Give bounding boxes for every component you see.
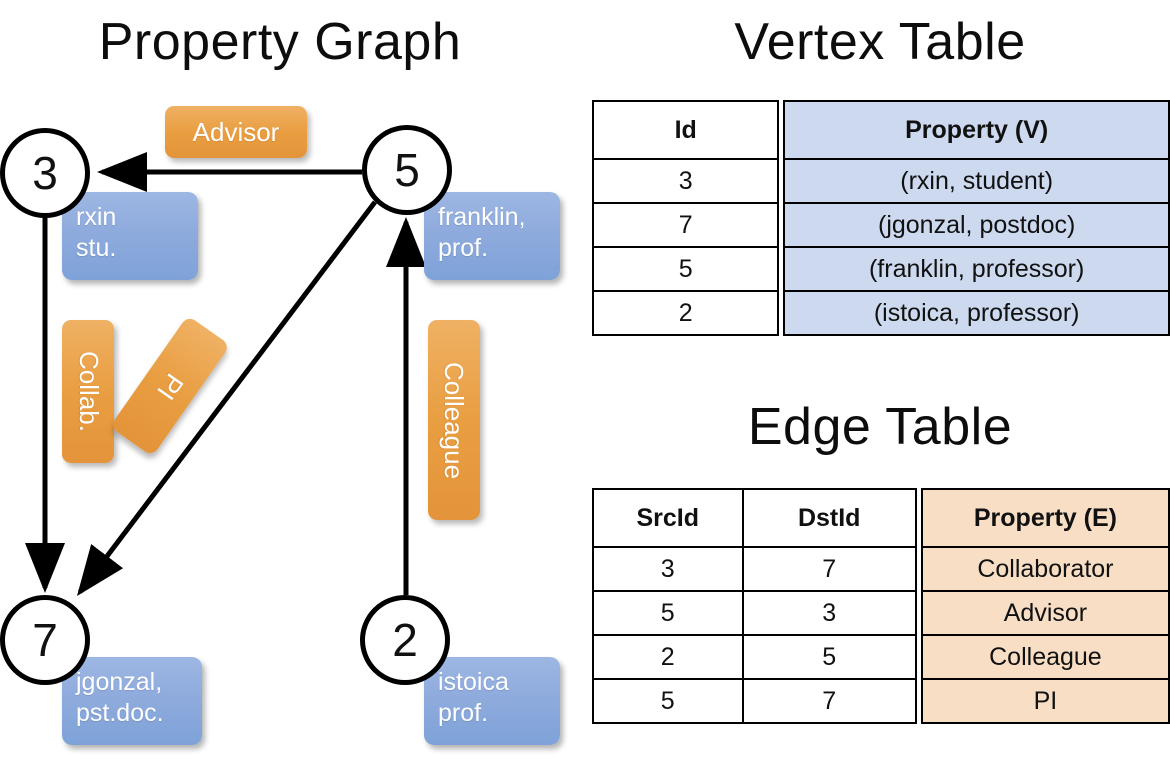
edge-property-cell: Advisor [920,590,1170,636]
table-row[interactable]: 3 7 [592,546,917,592]
vertex-property-box-3-line2: stu. [76,234,117,262]
vertex-property-cell: (jgonzal, postdoc) [783,202,1170,248]
vertex-table-header-property: Property (V) [783,100,1170,160]
vertex-table-id-column: Id 3 7 5 2 [591,100,780,336]
edge-table: SrcId DstId 3 7 5 3 2 5 5 7 [592,488,1170,724]
edge-dst-cell: 7 [741,678,917,724]
table-row[interactable]: Colleague [920,634,1170,680]
page-title-property-graph: Property Graph [98,13,462,71]
property-graph-diagram: Advisor Collab. PI Colleague rxin stu. f… [0,80,585,760]
edge-property-cell: Collaborator [920,546,1170,592]
edge-property-cell: PI [920,678,1170,724]
graph-node-2[interactable]: 2 [360,595,450,685]
edge-label-advisor: Advisor [165,106,307,158]
edge-label-colleague: Colleague [428,320,480,520]
table-row[interactable]: Collaborator [920,546,1170,592]
graph-node-7[interactable]: 7 [0,595,90,685]
table-row[interactable]: 2 5 [592,634,917,680]
vertex-property-box-5-line2: prof. [438,234,489,262]
edge-dst-cell: 3 [741,590,917,636]
edge-property-cell: Colleague [920,634,1170,680]
vertex-id-cell: 5 [591,246,780,292]
table-row[interactable]: PI [920,678,1170,724]
table-row[interactable]: (istoica, professor) [783,290,1170,336]
vertex-property-box-3: rxin stu. [62,192,198,280]
edge-src-cell: 3 [592,546,744,592]
graph-node-5[interactable]: 5 [362,125,452,215]
vertex-property-box-7-line2: pst.doc. [76,699,164,727]
graph-node-3[interactable]: 3 [0,128,90,218]
table-row[interactable]: 5 3 [592,590,917,636]
table-row[interactable]: 5 [591,246,780,292]
vertex-property-box-3-line1: rxin [76,203,117,231]
table-row[interactable]: (rxin, student) [783,158,1170,204]
edge-table-id-columns: SrcId DstId 3 7 5 3 2 5 5 7 [592,488,917,724]
edge-dst-cell: 5 [741,634,917,680]
vertex-property-box-5: franklin, prof. [424,192,560,280]
table-header-row: SrcId DstId [592,488,917,548]
edge-label-colleague-text: Colleague [439,361,470,479]
edge-label-pi-text: PI [151,367,190,405]
edge-label-advisor-text: Advisor [192,116,280,147]
vertex-id-cell: 2 [591,290,780,336]
vertex-property-cell: (franklin, professor) [783,246,1170,292]
edge-dst-cell: 7 [741,546,917,592]
table-row[interactable]: (franklin, professor) [783,246,1170,292]
table-row[interactable]: 3 [591,158,780,204]
table-header-row: Property (E) [920,488,1170,548]
edge-table-header-srcid: SrcId [592,488,744,548]
vertex-property-box-2-line2: prof. [438,699,489,727]
table-header-row: Id [591,100,780,160]
vertex-property-cell: (istoica, professor) [783,290,1170,336]
edge-table-header-property: Property (E) [920,488,1170,548]
edge-table-header-dstid: DstId [741,488,917,548]
vertex-property-box-2-line1: istoica [438,668,509,696]
table-row[interactable]: Advisor [920,590,1170,636]
vertex-property-box-2: istoica prof. [424,657,560,745]
vertex-table: Id 3 7 5 2 Property (V) (rxin, student) … [591,100,1170,336]
table-row[interactable]: 7 [591,202,780,248]
page-title-vertex-table: Vertex Table [734,13,1026,71]
edge-table-property-column: Property (E) Collaborator Advisor Collea… [920,488,1170,724]
edge-label-collab-text: Collab. [73,351,104,432]
table-header-row: Property (V) [783,100,1170,160]
vertex-property-box-5-line1: franklin, [438,203,526,231]
vertex-table-property-column: Property (V) (rxin, student) (jgonzal, p… [783,100,1170,336]
table-row[interactable]: 5 7 [592,678,917,724]
vertex-property-box-7: jgonzal, pst.doc. [62,657,202,745]
vertex-id-cell: 3 [591,158,780,204]
vertex-id-cell: 7 [591,202,780,248]
page-title-edge-table: Edge Table [747,398,1013,456]
edge-line-5-to-7 [76,200,377,596]
vertex-property-box-7-line1: jgonzal, [76,668,163,696]
vertex-property-cell: (rxin, student) [783,158,1170,204]
table-row[interactable]: (jgonzal, postdoc) [783,202,1170,248]
table-row[interactable]: 2 [591,290,780,336]
edge-label-collab: Collab. [62,320,114,463]
edge-src-cell: 5 [592,678,744,724]
edge-src-cell: 5 [592,590,744,636]
graph-edge-lines [25,152,426,596]
edge-src-cell: 2 [592,634,744,680]
vertex-table-header-id: Id [591,100,780,160]
